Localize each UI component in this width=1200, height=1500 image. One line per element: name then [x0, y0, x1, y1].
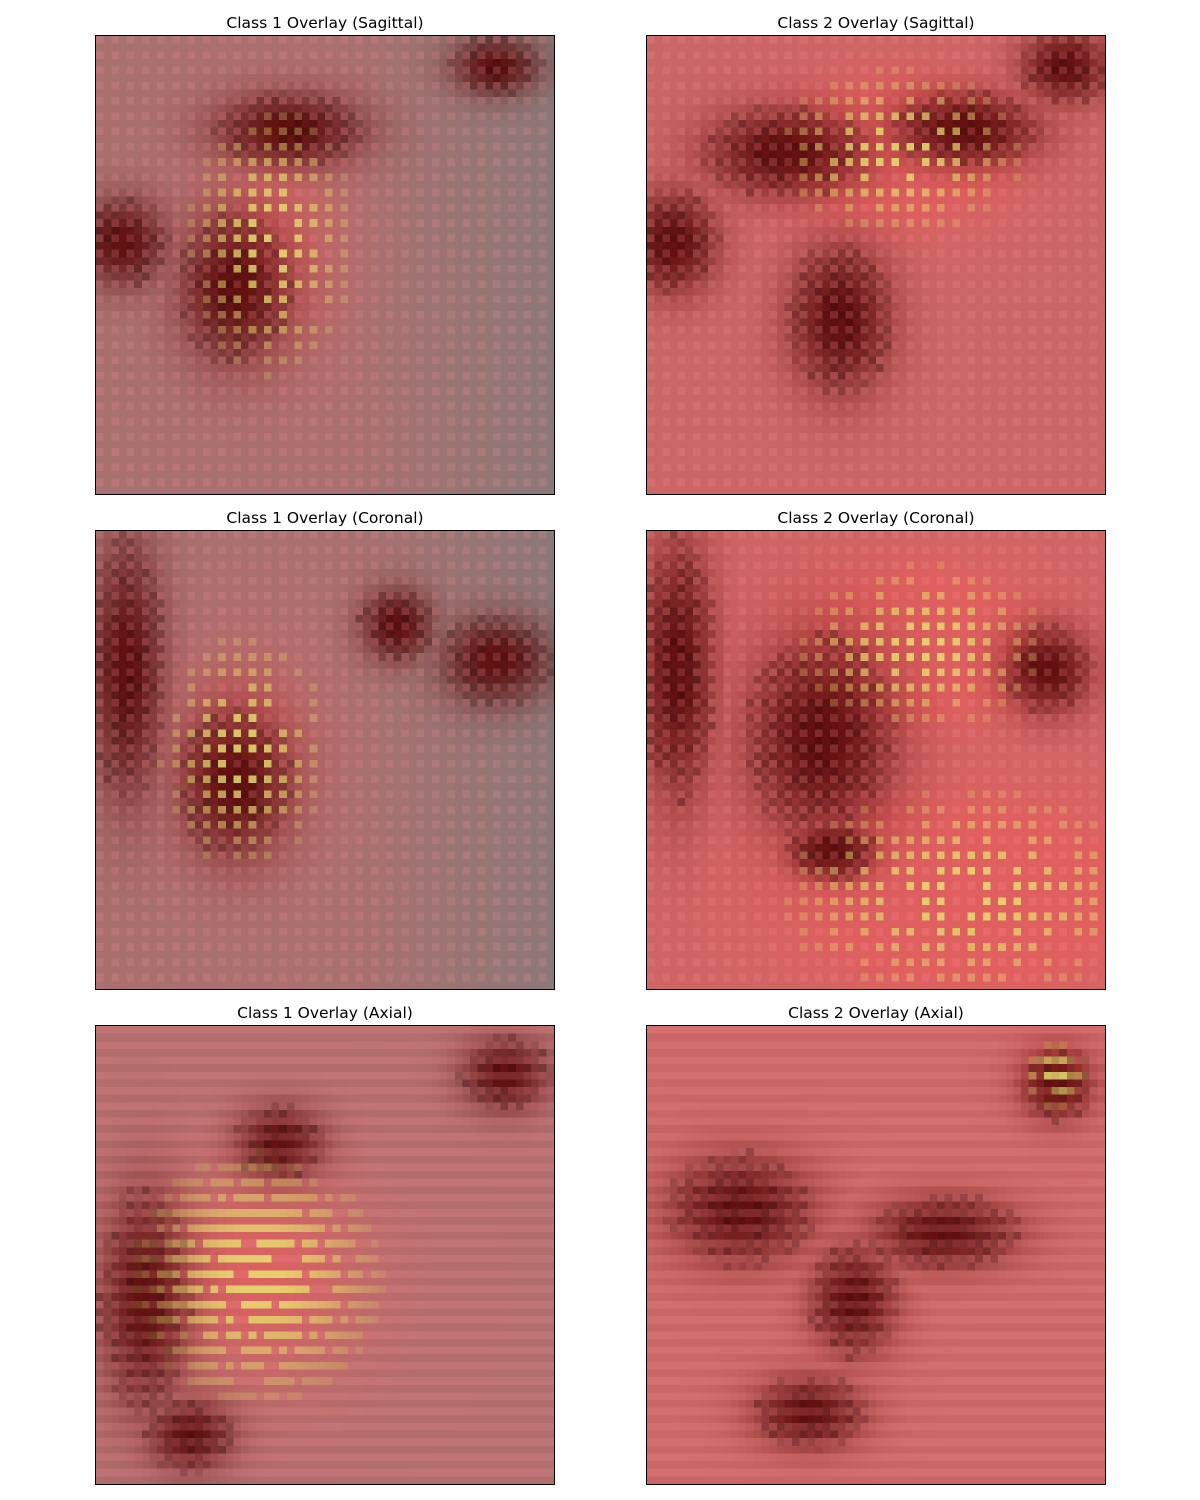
overlay-image-frame — [95, 530, 555, 990]
panel-title: Class 1 Overlay (Coronal) — [226, 509, 424, 527]
overlay-image — [647, 531, 1105, 989]
overlay-image-frame — [646, 530, 1106, 990]
overlay-image-frame — [95, 1025, 555, 1485]
overlay-image — [96, 36, 554, 494]
overlay-image-frame — [646, 35, 1106, 495]
panel-title: Class 2 Overlay (Axial) — [788, 1004, 964, 1022]
overlay-image-frame — [95, 35, 555, 495]
overlay-image-frame — [646, 1025, 1106, 1485]
panel-title: Class 2 Overlay (Coronal) — [777, 509, 975, 527]
overlay-image — [96, 531, 554, 989]
overlay-image — [96, 1026, 554, 1484]
panel-title: Class 2 Overlay (Sagittal) — [777, 14, 975, 32]
panel-title: Class 1 Overlay (Axial) — [237, 1004, 413, 1022]
overlay-image — [647, 36, 1105, 494]
panel-title: Class 1 Overlay (Sagittal) — [226, 14, 424, 32]
overlay-image — [647, 1026, 1105, 1484]
